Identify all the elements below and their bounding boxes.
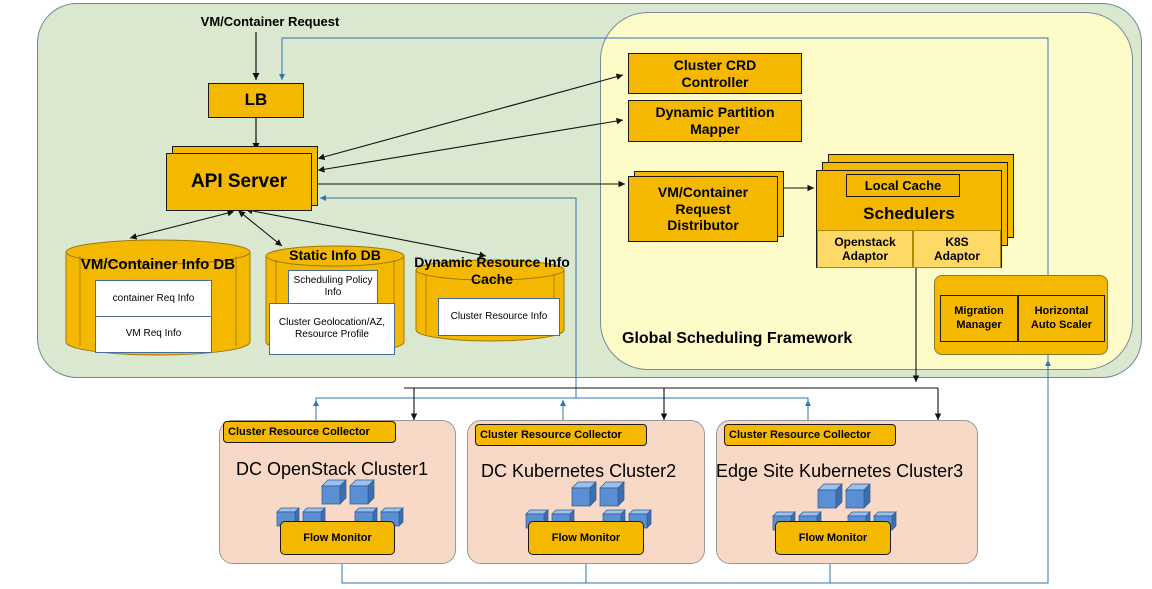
cluster-resource-info: Cluster Resource Info	[438, 298, 560, 336]
cluster-3-flow-monitor[interactable]: Flow Monitor	[775, 521, 891, 555]
request-distributor-box[interactable]: VM/Container Request Distributor	[628, 176, 778, 242]
cluster-1-flow-monitor[interactable]: Flow Monitor	[280, 521, 395, 555]
vm-req-info: VM Req Info	[95, 316, 212, 353]
cluster-2-resource-collector[interactable]: Cluster Resource Collector	[475, 424, 647, 446]
cluster-1-resource-collector[interactable]: Cluster Resource Collector	[223, 421, 396, 443]
k8s-adaptor-box[interactable]: K8S Adaptor	[913, 230, 1001, 268]
cluster-3-title: Edge Site Kubernetes Cluster3	[716, 461, 964, 481]
load-balancer-box[interactable]: LB	[208, 83, 304, 118]
dynamic-partition-mapper-box[interactable]: Dynamic Partition Mapper	[628, 100, 802, 142]
request-label: VM/Container Request	[200, 14, 340, 29]
api-server-box[interactable]: API Server	[166, 153, 312, 211]
dynamic-cache-title: Dynamic Resource Info Cache	[414, 254, 570, 287]
cluster-geolocation-info: Cluster Geolocation/AZ, Resource Profile	[269, 303, 395, 355]
migration-manager-box[interactable]: Migration Manager	[940, 295, 1018, 342]
vm-info-db-title: VM/Container Info DB	[80, 256, 236, 273]
cluster-2-flow-monitor[interactable]: Flow Monitor	[528, 521, 644, 555]
scheduling-policy-info: Scheduling Policy Info	[288, 270, 378, 304]
cluster-3-resource-collector[interactable]: Cluster Resource Collector	[724, 424, 896, 446]
cluster-crd-controller-box[interactable]: Cluster CRD Controller	[628, 53, 802, 94]
horizontal-auto-scaler-box[interactable]: Horizontal Auto Scaler	[1018, 295, 1105, 342]
cluster-1-title: DC OpenStack Cluster1	[236, 459, 429, 479]
local-cache-box[interactable]: Local Cache	[846, 174, 960, 197]
schedulers-label: Schedulers	[863, 204, 955, 223]
static-info-db-title: Static Info DB	[289, 247, 381, 263]
framework-label: Global Scheduling Framework	[622, 330, 853, 347]
openstack-adaptor-box[interactable]: Openstack Adaptor	[817, 230, 913, 268]
cluster-2-title: DC Kubernetes Cluster2	[481, 461, 677, 481]
